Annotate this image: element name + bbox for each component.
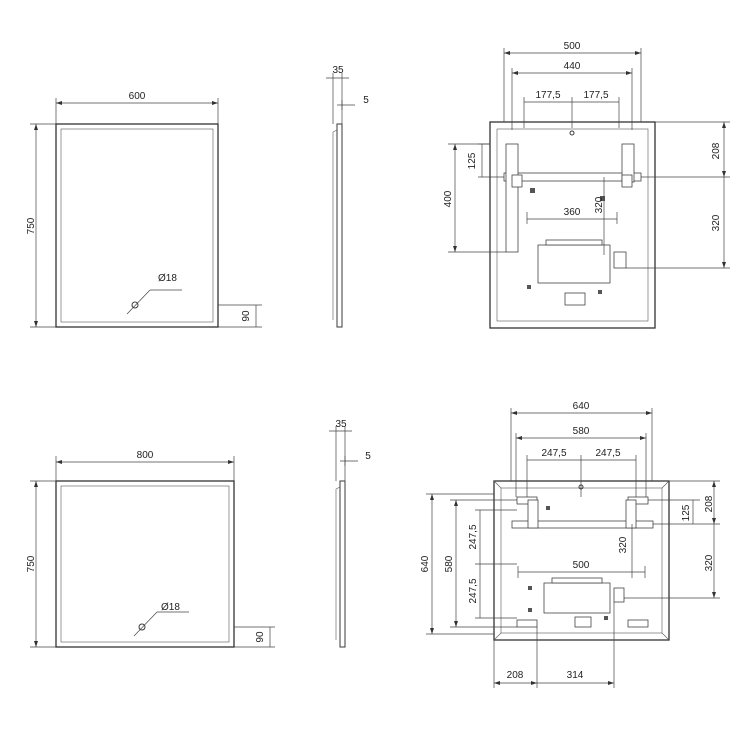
dim-back-half-right: 177,5 xyxy=(583,90,608,101)
dim-offset-5: 5 xyxy=(363,95,369,106)
dim-back-bottom-208: 208 xyxy=(507,670,524,681)
dim-hole-offset-b: 90 xyxy=(255,631,266,643)
dim-back-right-320-b: 320 xyxy=(704,554,715,571)
side-view-800: 35 5 xyxy=(329,419,371,648)
dim-width-600: 600 xyxy=(129,91,146,102)
dim-back-right-208-b: 208 xyxy=(704,495,715,512)
dim-back-half-left: 177,5 xyxy=(535,90,560,101)
dim-height-750: 750 xyxy=(26,217,37,234)
dim-back-right-320: 320 xyxy=(711,214,722,231)
dim-hole: Ø18 xyxy=(158,273,177,284)
dim-back-right-208: 208 xyxy=(711,142,722,159)
front-view-800: 800 750 Ø18 90 xyxy=(26,450,275,648)
dim-back-125: 125 xyxy=(467,152,478,169)
dim-back-580-v: 580 xyxy=(444,555,455,572)
back-view-600: 500 440 177,5 177,5 400 125 320 360 xyxy=(443,41,730,329)
dim-back-640: 640 xyxy=(573,401,590,412)
side-view-600: 35 5 xyxy=(326,65,369,328)
dim-offset-5-b: 5 xyxy=(365,451,371,462)
dim-back-500-inner: 500 xyxy=(573,560,590,571)
dim-hole-offset: 90 xyxy=(241,310,252,322)
hole-icon xyxy=(131,301,139,309)
dim-height-750-b: 750 xyxy=(26,555,37,572)
dim-back-inner-320-b: 320 xyxy=(618,536,629,553)
dim-depth-35: 35 xyxy=(332,65,344,76)
front-view-600: 600 750 Ø18 90 xyxy=(26,91,262,328)
dim-back-440: 440 xyxy=(564,61,581,72)
dim-depth-35-b: 35 xyxy=(335,419,347,430)
dim-back-inner-320: 320 xyxy=(594,196,605,213)
dim-back-360: 360 xyxy=(564,207,581,218)
dim-back-right-125: 125 xyxy=(681,504,692,521)
dim-back-580: 580 xyxy=(573,426,590,437)
dim-width-800: 800 xyxy=(137,450,154,461)
dim-back-v-top: 247,5 xyxy=(468,524,479,549)
dim-back-quarter-right: 247,5 xyxy=(595,448,620,459)
dim-back-400: 400 xyxy=(443,190,454,207)
dim-back-bottom-314: 314 xyxy=(567,670,584,681)
back-view-800: 640 580 247,5 247,5 640 580 247,5 xyxy=(420,401,720,688)
dim-back-640-v: 640 xyxy=(420,555,431,572)
dim-back-v-bottom: 247,5 xyxy=(468,578,479,603)
dim-back-500: 500 xyxy=(564,41,581,52)
dim-back-quarter-left: 247,5 xyxy=(541,448,566,459)
dim-hole-b: Ø18 xyxy=(161,602,180,613)
hole-icon xyxy=(138,623,146,631)
